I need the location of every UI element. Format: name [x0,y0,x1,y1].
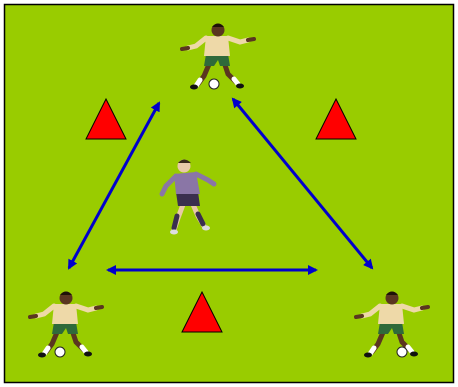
attacker-top [182,24,254,90]
passing-lane-right [231,97,374,270]
ball-icon [208,78,220,90]
ball-icon [54,346,66,358]
attacker-bottom-left [30,292,102,358]
passing-lane-left [67,101,161,270]
ball-icon [396,346,408,358]
attacker-bottom-right [356,292,428,358]
